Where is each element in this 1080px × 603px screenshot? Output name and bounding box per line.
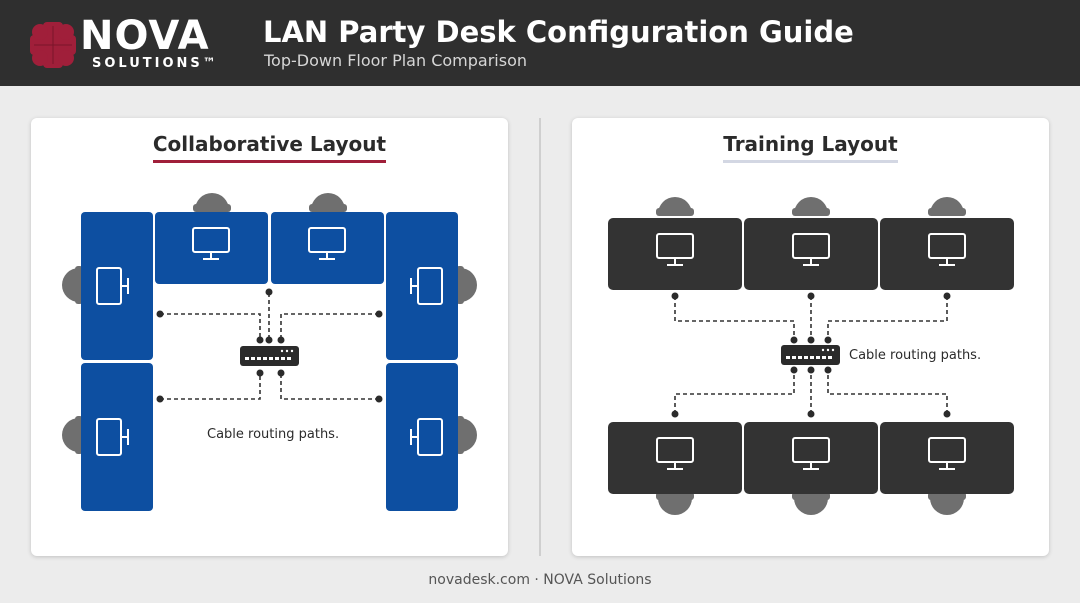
training-floor-plan: Cable routing paths. [608,197,1014,515]
monitor-icon [656,437,694,470]
training-layout-title: Training Layout [572,130,1049,163]
desk-left-lower [81,363,153,511]
collaborative-layout-panel: Collaborative Layout [31,118,508,556]
monitor-icon [96,418,129,456]
chair-icon [62,266,83,304]
training-layout-title-text: Training Layout [723,130,898,163]
chair-icon [456,266,477,304]
panel-divider [539,118,541,556]
collaborative-layout-title: Collaborative Layout [31,130,508,163]
footer-credit: novadesk.com · NOVA Solutions [428,572,652,588]
network-switch-icon [240,346,299,366]
cable-paths [674,296,948,414]
desk-right-lower [386,363,458,511]
logo-tagline: SOLUTIONS™ [92,56,219,71]
monitor-icon [656,233,694,266]
monitor-icon [792,437,830,470]
desk-row1-2 [744,218,878,290]
desk-top-left [155,212,268,284]
chair-icon [656,492,694,515]
chair-icon [792,492,830,515]
desk-row1-1 [608,218,742,290]
network-switch-icon [781,345,840,365]
monitor-icon [308,227,346,260]
monitor-icon [410,418,443,456]
chair-icon [193,193,231,212]
desk-row2-3 [880,422,1014,494]
logo-mark-icon [30,22,76,68]
page-title: LAN Party Desk Configuration Guide [263,15,854,49]
cable-paths [160,293,379,400]
chair-icon [928,492,966,515]
desk-right-upper [386,212,458,360]
chair-icon [309,193,347,212]
collaborative-floor-plan: Cable routing paths. [62,193,477,511]
logo-wordmark: NOVA [80,13,210,59]
header-bar: NOVA SOLUTIONS™ LAN Party Desk Configura… [0,0,1080,86]
desk-row2-1 [608,422,742,494]
nova-logo: NOVA SOLUTIONS™ [28,10,238,76]
desk-row2-2 [744,422,878,494]
page-subtitle: Top-Down Floor Plan Comparison [264,51,528,70]
monitor-icon [96,267,129,305]
monitor-icon [928,233,966,266]
monitor-icon [792,233,830,266]
chair-icon [792,197,830,216]
desk-row1-3 [880,218,1014,290]
monitor-icon [192,227,230,260]
chair-icon [928,197,966,216]
desk-left-upper [81,212,153,360]
desk-top-right [271,212,384,284]
chair-icon [62,416,83,454]
chair-icon [456,416,477,454]
chair-icon [656,197,694,216]
training-layout-panel: Training Layout [572,118,1049,556]
cable-routing-label: Cable routing paths. [849,348,981,363]
monitor-icon [928,437,966,470]
cable-routing-label: Cable routing paths. [207,427,339,442]
monitor-icon [410,267,443,305]
collaborative-layout-title-text: Collaborative Layout [152,130,387,163]
